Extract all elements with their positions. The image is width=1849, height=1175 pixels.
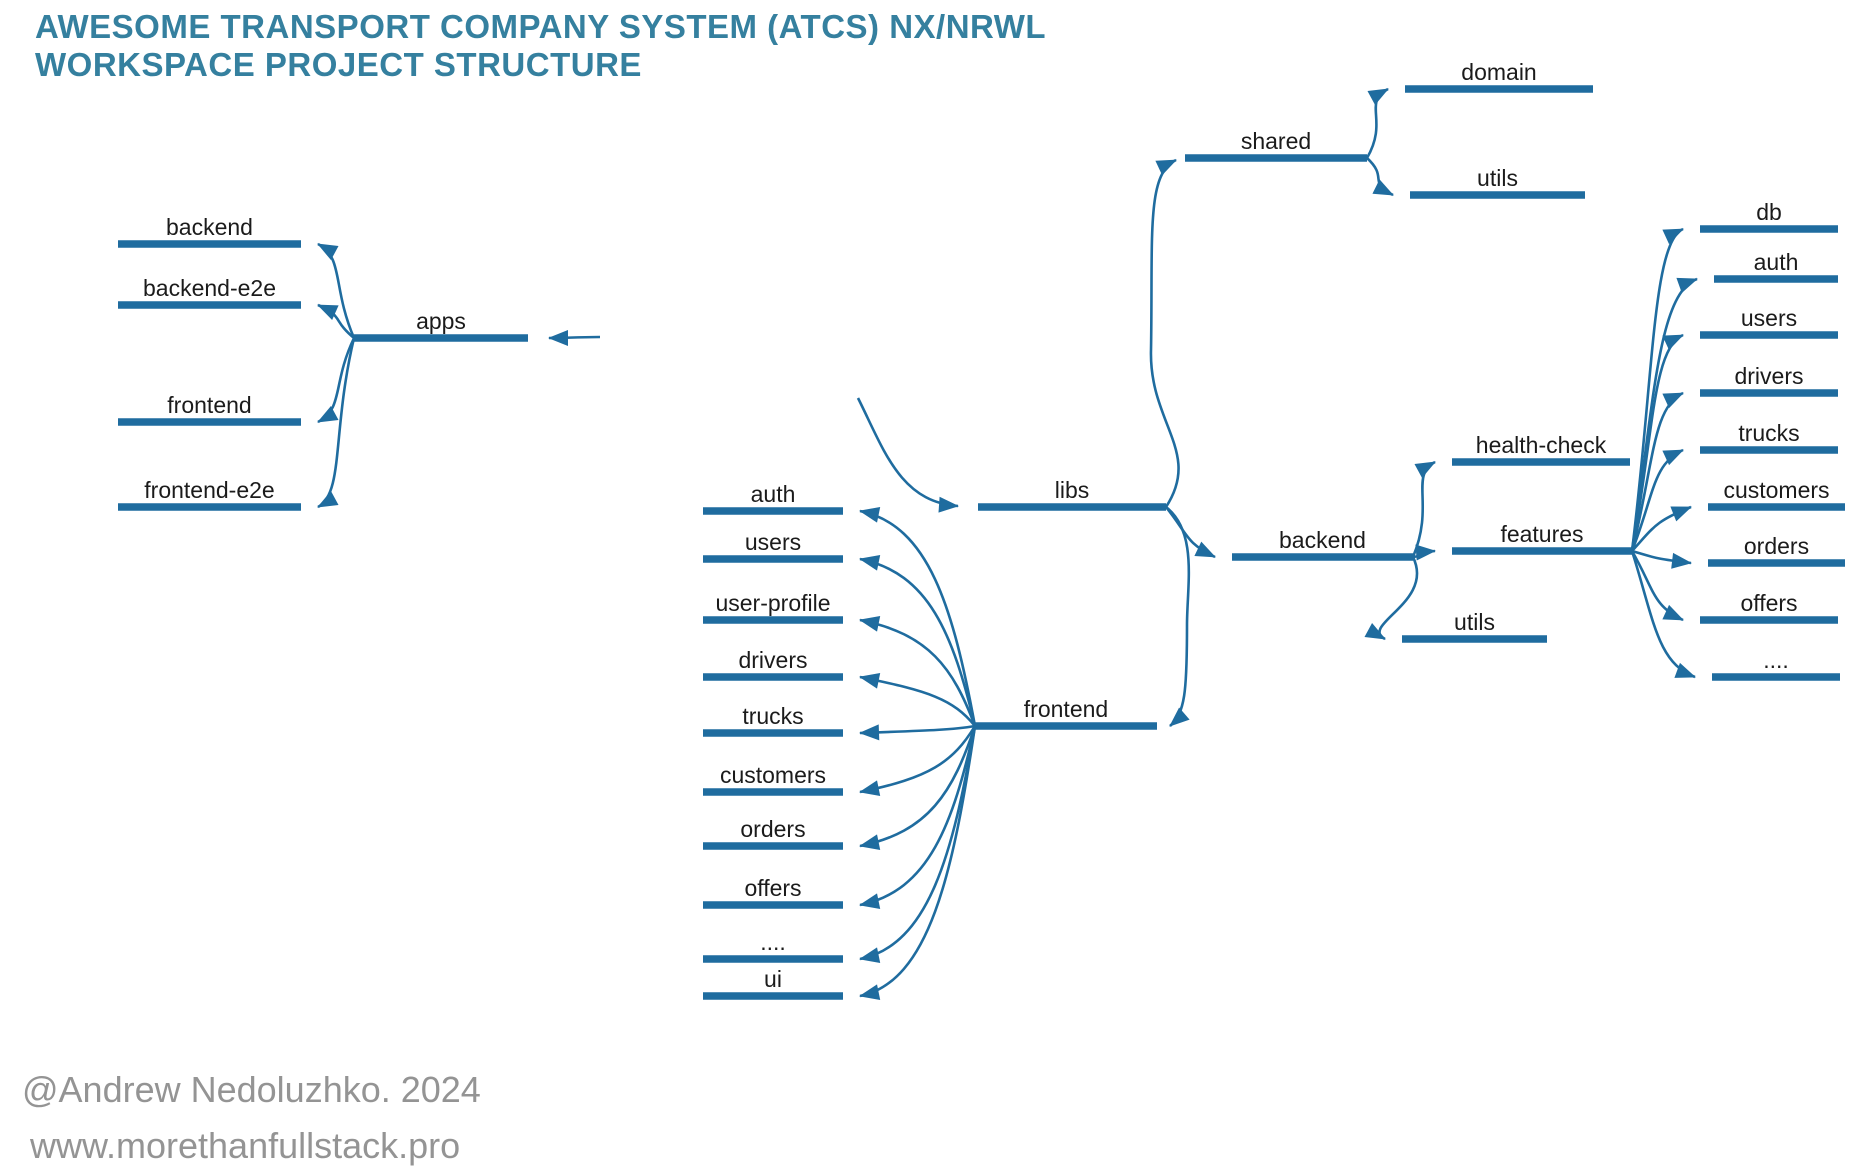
edge-frontend-lib-fe-orders bbox=[859, 725, 977, 851]
node-feat-users-label: users bbox=[1741, 305, 1797, 331]
diagram-title-line-2: WORKSPACE PROJECT STRUCTURE bbox=[35, 46, 642, 83]
node-feat-orders-label: orders bbox=[1744, 533, 1809, 559]
edge-features-feat-db bbox=[1630, 227, 1684, 552]
node-libs-label: libs bbox=[1055, 477, 1090, 503]
node-apps-backend-label: backend bbox=[166, 214, 253, 240]
node-fe-users-label: users bbox=[745, 529, 801, 555]
node-health-check-label: health-check bbox=[1476, 432, 1607, 458]
edge-frontend-lib-fe-auth bbox=[859, 506, 977, 727]
edge-apps-apps-backend-e2e bbox=[317, 303, 355, 340]
diagram-title: AWESOME TRANSPORT COMPANY SYSTEM (ATCS) … bbox=[35, 8, 1046, 84]
edge-frontend-lib-fe-users bbox=[859, 554, 977, 727]
edge-apps-apps-backend bbox=[317, 242, 356, 339]
node-backend-utils-label: utils bbox=[1454, 609, 1495, 635]
node-feat-db-label: db bbox=[1756, 199, 1782, 225]
edge-frontend-lib-fe-user-profile bbox=[859, 615, 977, 727]
node-fe-ui-label: ui bbox=[764, 966, 782, 992]
edges-layer bbox=[317, 87, 1698, 1001]
node-apps-backend-e2e-label: backend-e2e bbox=[143, 275, 276, 301]
edge-features-feat-customers bbox=[1631, 505, 1692, 552]
edge-backend-lib-features bbox=[1412, 544, 1436, 561]
edge-apps-apps-frontend bbox=[317, 337, 356, 424]
edge-frontend-lib-fe-customers bbox=[859, 725, 977, 797]
edge-root-apps bbox=[548, 329, 601, 346]
node-apps-frontend-label: frontend bbox=[167, 392, 251, 418]
edge-libs-backend-lib bbox=[1164, 506, 1216, 559]
edge-libs-shared bbox=[1149, 158, 1180, 508]
diagram-title-line-1: AWESOME TRANSPORT COMPANY SYSTEM (ATCS) … bbox=[35, 8, 1047, 45]
edge-features-feat-auth bbox=[1630, 277, 1698, 552]
edge-shared-shared-utils bbox=[1366, 157, 1394, 197]
node-apps-frontend-e2e-label: frontend-e2e bbox=[144, 477, 274, 503]
node-fe-offers-label: offers bbox=[744, 875, 801, 901]
node-features-label: features bbox=[1500, 521, 1583, 547]
edge-backend-lib-backend-utils bbox=[1364, 556, 1419, 641]
edge-backend-lib-health-check bbox=[1411, 460, 1436, 558]
edge-features-feat-users bbox=[1630, 333, 1684, 552]
edge-features-feat-trucks bbox=[1630, 448, 1684, 552]
node-feat-drivers-label: drivers bbox=[1734, 363, 1803, 389]
node-fe-customers-label: customers bbox=[720, 762, 826, 788]
branch-lines-layer bbox=[118, 85, 1845, 1000]
edge-frontend-lib-fe-drivers bbox=[859, 672, 977, 727]
edge-libs-frontend-lib bbox=[1165, 505, 1191, 727]
edge-features-feat-orders bbox=[1631, 549, 1692, 569]
edge-frontend-lib-fe-ui bbox=[859, 725, 977, 1001]
node-fe-trucks-label: trucks bbox=[742, 703, 803, 729]
edge-frontend-lib-fe-trucks bbox=[859, 724, 976, 741]
attribution: @Andrew Nedoluzhko. 2024 www.morethanful… bbox=[22, 1062, 481, 1174]
node-feat-trucks-label: trucks bbox=[1738, 420, 1799, 446]
node-apps-label: apps bbox=[416, 308, 466, 334]
edge-shared-shared-domain bbox=[1365, 87, 1389, 159]
node-shared-domain-label: domain bbox=[1461, 59, 1536, 85]
node-fe-auth-label: auth bbox=[751, 481, 796, 507]
edge-apps-apps-frontend-e2e bbox=[317, 337, 356, 509]
node-shared-utils-label: utils bbox=[1477, 165, 1518, 191]
node-feat-offers-label: offers bbox=[1740, 590, 1797, 616]
node-fe-orders-label: orders bbox=[740, 816, 805, 842]
node-fe-more-label: .... bbox=[760, 929, 786, 955]
attribution-author: @Andrew Nedoluzhko. 2024 bbox=[22, 1069, 481, 1110]
node-fe-drivers-label: drivers bbox=[738, 647, 807, 673]
edge-features-feat-offers bbox=[1630, 550, 1684, 622]
edge-features-feat-drivers bbox=[1630, 391, 1684, 552]
node-feat-customers-label: customers bbox=[1723, 477, 1829, 503]
node-frontend-lib-label: frontend bbox=[1024, 696, 1108, 722]
node-feat-more-label: .... bbox=[1763, 647, 1789, 673]
edge-root-libs bbox=[856, 397, 959, 513]
labels-layer: apps backend backend-e2e frontend frontend-e… bbox=[143, 59, 1830, 992]
edge-frontend-lib-fe-offers bbox=[859, 725, 977, 910]
attribution-website: www.morethanfullstack.pro bbox=[30, 1125, 461, 1166]
node-shared-label: shared bbox=[1241, 128, 1311, 154]
node-backend-lib-label: backend bbox=[1279, 527, 1366, 553]
node-feat-auth-label: auth bbox=[1754, 249, 1799, 275]
edge-features-feat-more bbox=[1630, 550, 1696, 679]
node-fe-user-profile-label: user-profile bbox=[715, 590, 830, 616]
